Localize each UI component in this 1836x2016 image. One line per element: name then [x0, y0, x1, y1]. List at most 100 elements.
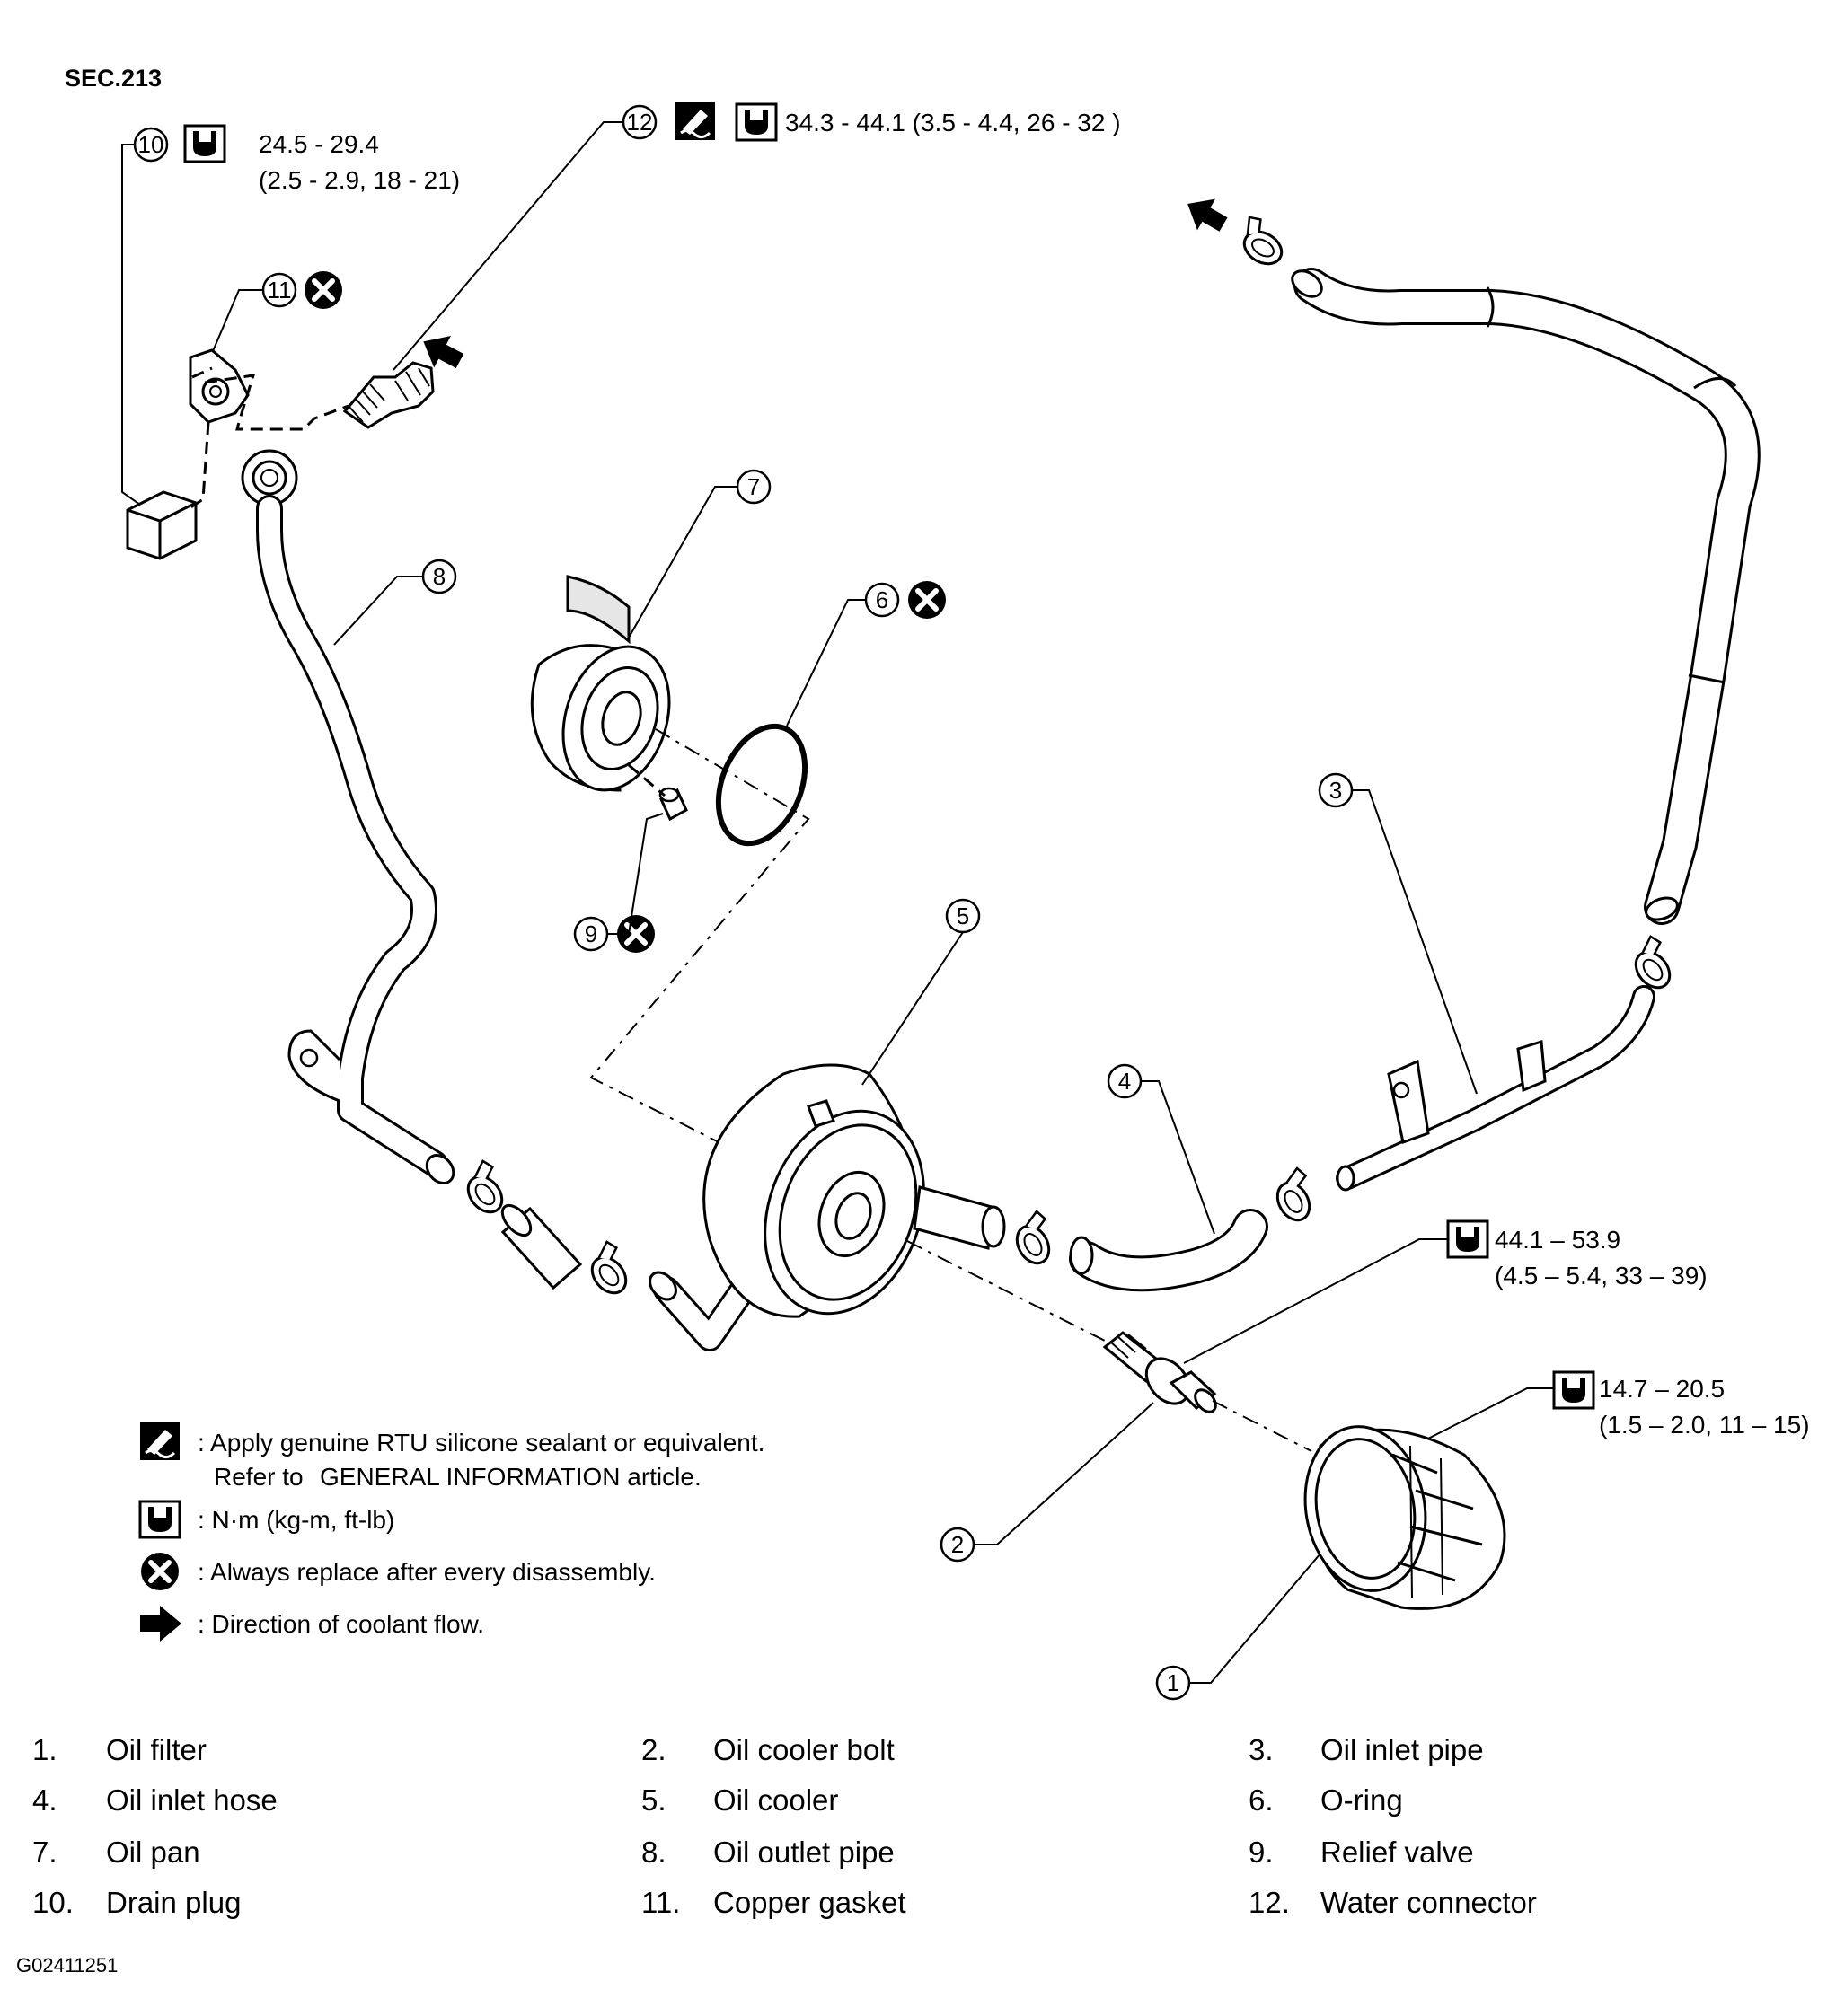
hose-clamp — [578, 1237, 641, 1301]
callout-4: 4 — [1107, 1063, 1143, 1099]
callout-12-number: 12 — [627, 109, 653, 136]
hose-clamp — [1005, 1208, 1065, 1271]
callout-1: 1 — [1155, 1665, 1191, 1701]
leader-6 — [786, 599, 866, 726]
svg-text:8.: 8. — [641, 1836, 666, 1869]
hose-clamp — [1231, 212, 1293, 272]
svg-text:3.: 3. — [1249, 1733, 1274, 1766]
flow-arrow-icon — [140, 1606, 181, 1642]
svg-text:Oil cooler: Oil cooler — [713, 1783, 838, 1817]
callout-12: 12 — [622, 104, 658, 140]
callout-8: 8 — [421, 559, 457, 594]
torque-wrench-icon — [1552, 1370, 1595, 1410]
leader-filter-torque — [1427, 1387, 1554, 1439]
drain-plug-torque-line2: (2.5 - 2.9, 18 - 21) — [259, 166, 460, 194]
oil-filter-torque-line2: (1.5 – 2.0, 11 – 15) — [1599, 1411, 1810, 1439]
hose-clamp — [1266, 1165, 1326, 1228]
leader-8 — [333, 576, 423, 646]
leader-2 — [974, 1402, 1154, 1545]
parts-list-item: 2. Oil cooler bolt — [641, 1733, 895, 1766]
svg-text:7.: 7. — [32, 1836, 57, 1869]
assembly-dash-upper — [191, 366, 349, 431]
callout-3: 3 — [1318, 772, 1354, 808]
svg-text:5.: 5. — [641, 1783, 666, 1817]
svg-text:1.: 1. — [32, 1733, 57, 1766]
oil-pan-part — [530, 575, 671, 792]
callout-11: 11 — [261, 272, 297, 308]
svg-text:Oil filter: Oil filter — [106, 1733, 207, 1766]
leader-11 — [209, 289, 263, 358]
legend-sealant-line1: : Apply genuine RTU silicone sealant or … — [198, 1429, 764, 1457]
callout-6-number: 6 — [876, 586, 888, 613]
callout-3-number: 3 — [1329, 777, 1342, 804]
oil-cooler-bolt-part — [1102, 1331, 1217, 1413]
oil-filter-torque-line1: 14.7 – 20.5 — [1599, 1375, 1725, 1403]
drain-plug-part — [126, 490, 198, 560]
sealant-icon — [138, 1421, 181, 1462]
replace-x-icon — [141, 1553, 179, 1590]
callout-5-number: 5 — [957, 902, 969, 929]
parts-list-item: 8. Oil outlet pipe — [641, 1836, 895, 1869]
sealant-icon — [674, 101, 717, 142]
callout-9-number: 9 — [585, 920, 597, 947]
legend-sealant-reference: GENERAL INFORMATION article. — [320, 1463, 702, 1491]
svg-text:O-ring: O-ring — [1320, 1783, 1403, 1817]
oil-cooler-bolt-torque-line2: (4.5 – 5.4, 33 – 39) — [1495, 1262, 1708, 1290]
parts-list-item: 10. Drain plug — [32, 1886, 241, 1919]
leader-9 — [607, 813, 664, 935]
torque-wrench-icon — [1446, 1219, 1489, 1259]
centerline-filter — [1212, 1400, 1312, 1452]
centerline-lower — [906, 1240, 1108, 1343]
callout-7: 7 — [736, 469, 772, 505]
leader-12 — [393, 121, 623, 371]
relief-valve-part — [658, 787, 688, 822]
figure-id: G02411251 — [16, 1954, 118, 1976]
legend-replace: : Always replace after every disassembly… — [198, 1558, 656, 1586]
leader-1 — [1189, 1553, 1321, 1684]
oil-cooler-part — [702, 1063, 1006, 1318]
oil-filter-part — [1303, 1425, 1506, 1610]
svg-text:12.: 12. — [1249, 1886, 1290, 1919]
svg-text:10.: 10. — [32, 1886, 74, 1919]
parts-list-item: 3. Oil inlet pipe — [1249, 1733, 1484, 1766]
connecting-hose — [500, 1203, 583, 1290]
callout-8-number: 8 — [433, 563, 446, 590]
legend-torque-units: : N·m (kg-m, ft-lb) — [198, 1506, 394, 1534]
svg-text:11.: 11. — [641, 1886, 680, 1919]
leader-10 — [121, 144, 172, 527]
callout-6: 6 — [864, 582, 900, 618]
legend-flow: : Direction of coolant flow. — [198, 1610, 484, 1638]
parts-list-item: 12. Water connector — [1249, 1886, 1537, 1919]
section-label: SEC.213 — [65, 65, 162, 92]
svg-text:Oil pan: Oil pan — [106, 1836, 200, 1869]
svg-text:Water connector: Water connector — [1320, 1886, 1537, 1919]
svg-text:Oil outlet pipe: Oil outlet pipe — [713, 1836, 895, 1869]
parts-list-item: 5. Oil cooler — [641, 1783, 838, 1817]
oil-inlet-hose-part — [1069, 1209, 1268, 1292]
parts-list-item: 6. O-ring — [1249, 1783, 1403, 1817]
torque-wrench-icon — [735, 102, 778, 142]
oil-cooler-bolt-torque-line1: 44.1 – 53.9 — [1495, 1226, 1620, 1254]
assembly-dash-plug — [186, 421, 210, 512]
leader-7 — [628, 486, 737, 638]
oil-outlet-pipe-part — [241, 449, 455, 1184]
callout-10-number: 10 — [138, 131, 164, 158]
water-connector-part — [342, 361, 435, 429]
torque-wrench-icon — [183, 124, 226, 163]
svg-text:Oil inlet pipe: Oil inlet pipe — [1320, 1733, 1484, 1766]
callout-7-number: 7 — [747, 473, 760, 500]
leader-3 — [1352, 789, 1478, 1095]
legend-sealant-line2: Refer to — [214, 1463, 304, 1491]
parts-list-item: 9. Relief valve — [1249, 1836, 1474, 1869]
parts-list-item: 1. Oil filter — [32, 1733, 207, 1766]
water-connector-torque: 34.3 - 44.1 (3.5 - 4.4, 26 - 32 ) — [785, 109, 1121, 136]
legend: : Apply genuine RTU silicone sealant or … — [138, 1421, 764, 1642]
replace-x-icon — [305, 271, 342, 309]
svg-text:Relief valve: Relief valve — [1320, 1836, 1474, 1869]
svg-text:4.: 4. — [32, 1783, 57, 1817]
svg-text:Copper gasket: Copper gasket — [713, 1886, 906, 1919]
parts-list-item: 7. Oil pan — [32, 1836, 200, 1869]
leader-4 — [1141, 1080, 1215, 1235]
callout-10: 10 — [133, 127, 169, 163]
parts-list: 1. Oil filter 2. Oil cooler bolt 3. Oil … — [32, 1733, 1537, 1919]
